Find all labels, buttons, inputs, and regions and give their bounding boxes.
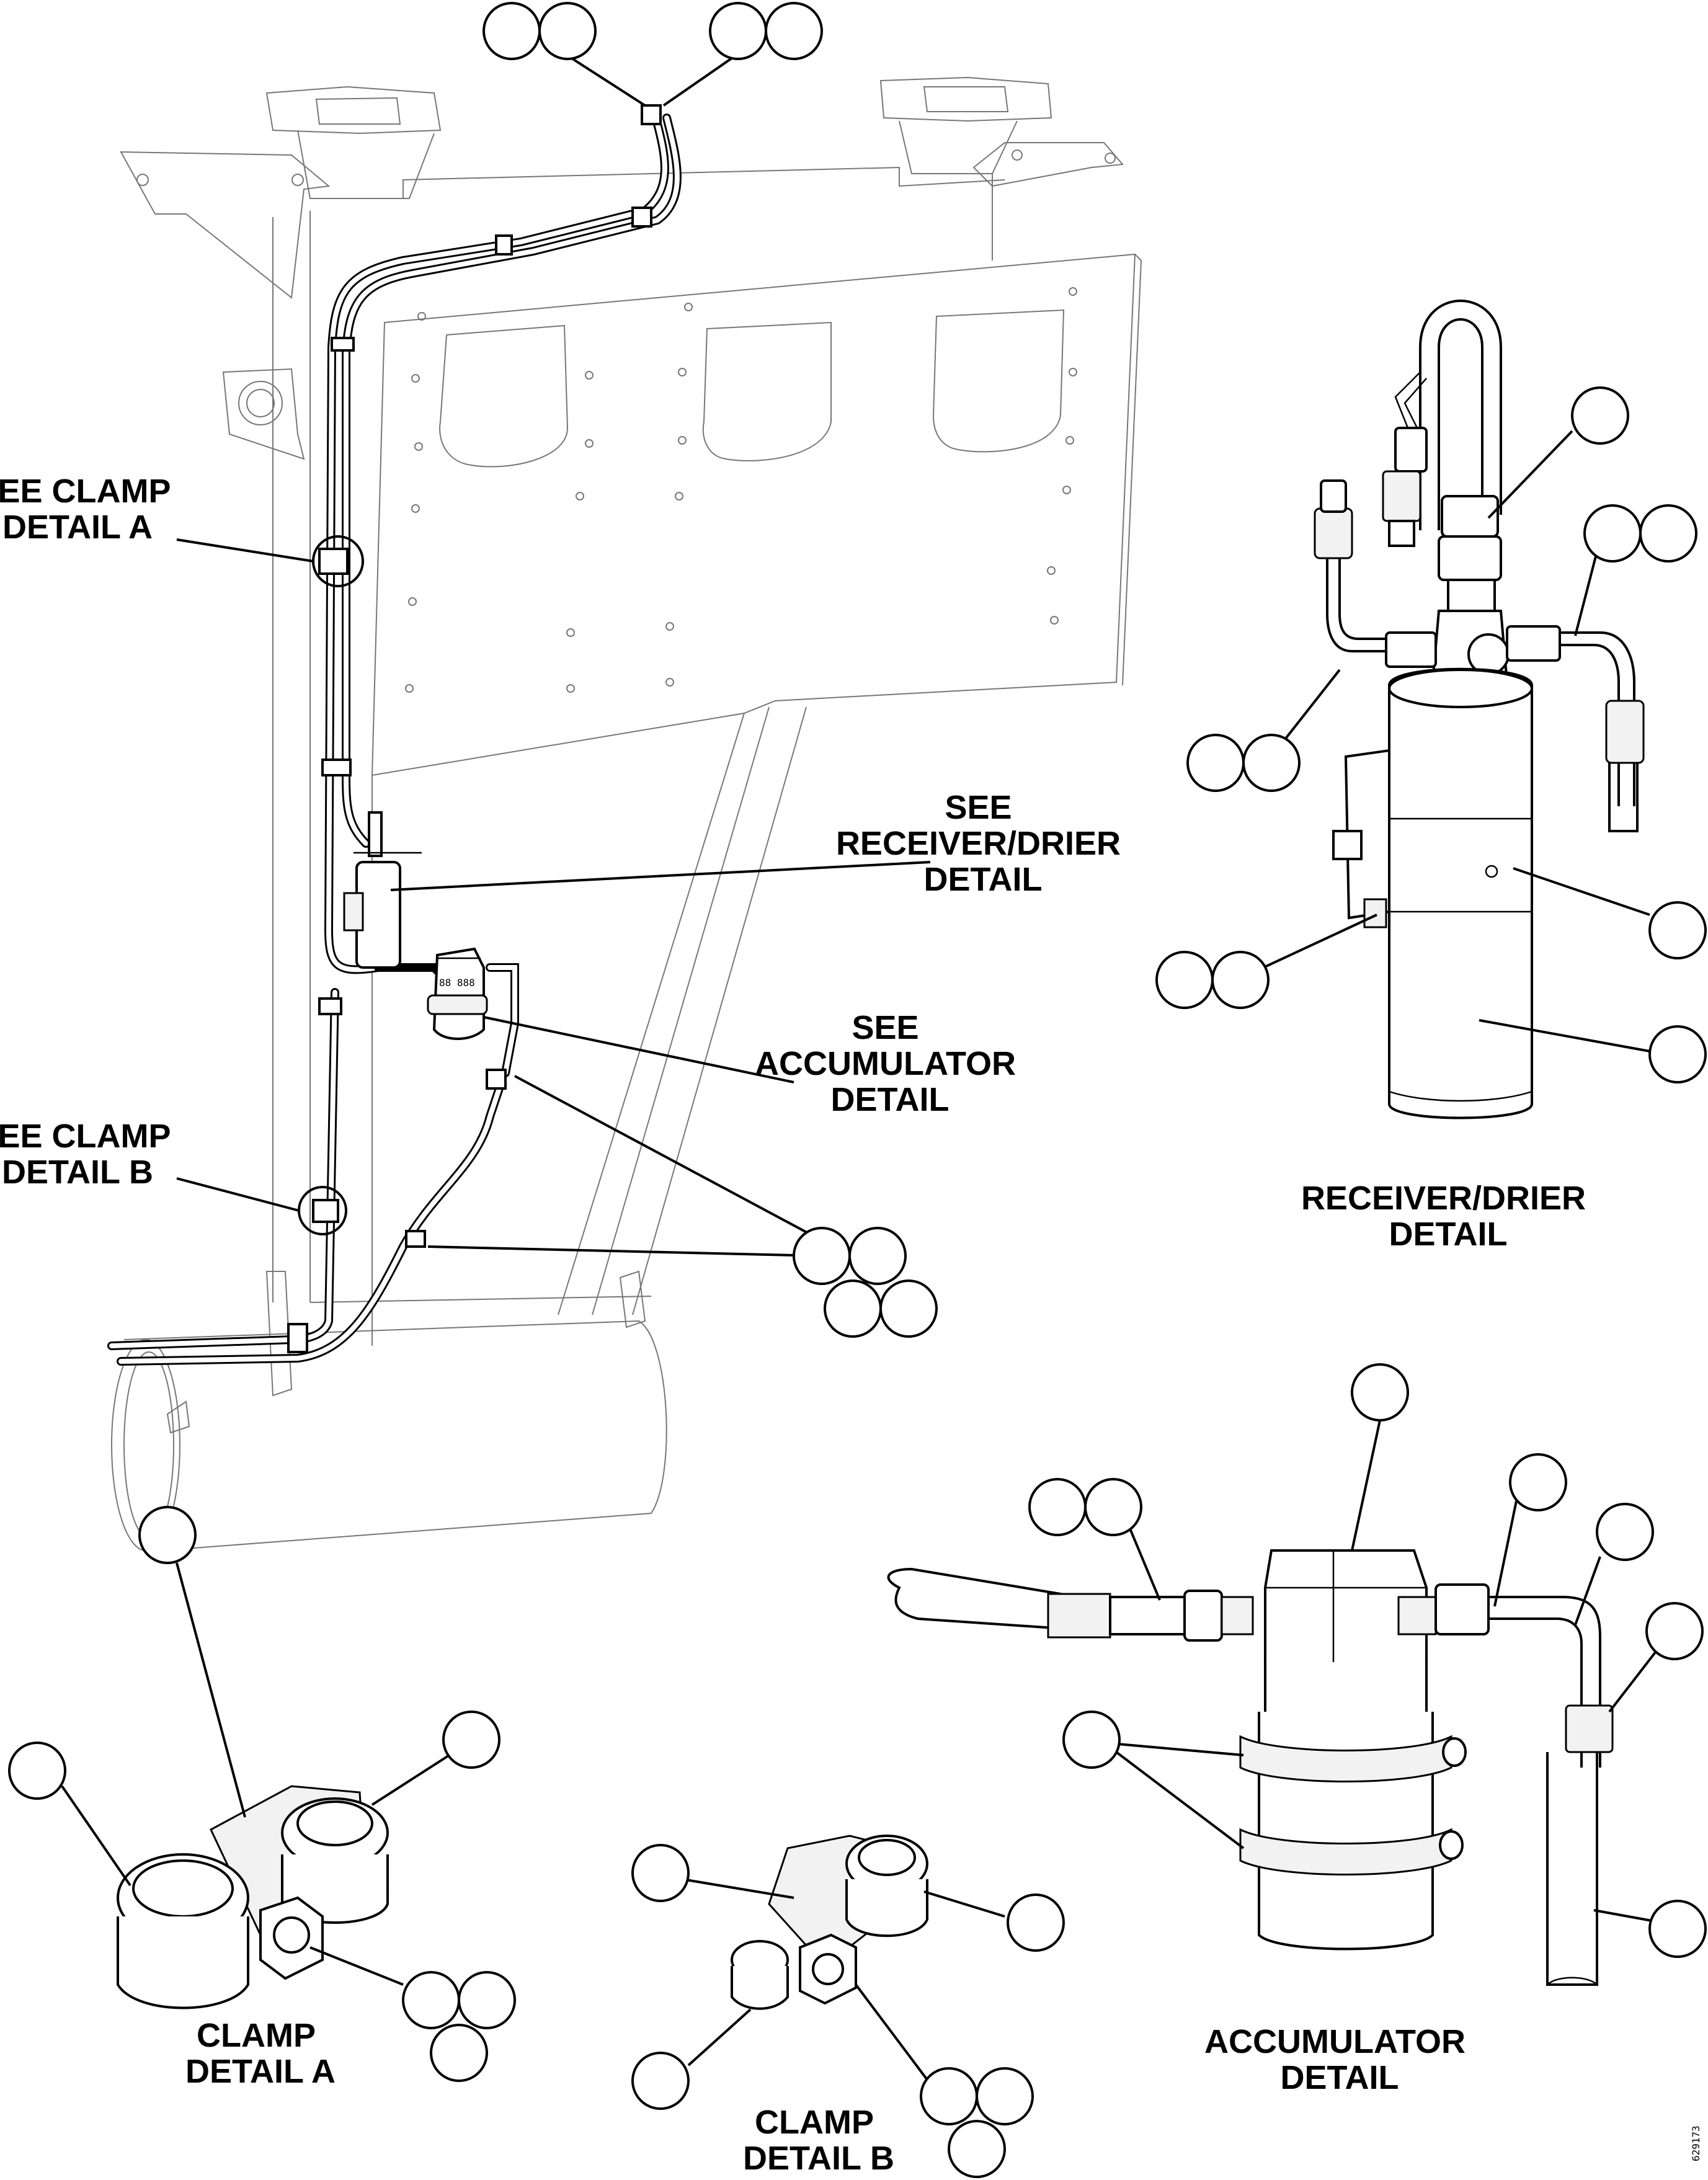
receiver-drier-small xyxy=(343,811,422,969)
see-clamp-a-label: SEE CLAMP DETAIL A xyxy=(0,473,180,546)
accumulator-detail-label: ACCUMULATOR DETAIL xyxy=(1204,2023,1475,2096)
svg-text:88 888: 88 888 xyxy=(439,977,475,989)
callouts-main xyxy=(483,2,938,1338)
leader-lines-main xyxy=(176,48,931,1257)
hose-routing: 88 888 xyxy=(107,104,682,1366)
panel-bolt-holes xyxy=(405,287,1077,693)
see-accumulator-label: SEE ACCUMULATOR DETAIL xyxy=(755,1009,1025,1118)
clamp-detail-a: CLAMP DETAIL A xyxy=(8,1506,516,2090)
clamp-a-detail-label: CLAMP DETAIL A xyxy=(185,2017,336,2090)
clamp-b-detail-label: CLAMP DETAIL B xyxy=(743,2104,894,2177)
receiver-drier-detail: RECEIVER/DRIER DETAIL xyxy=(1155,300,1707,1253)
accumulator-detail: ACCUMULATOR DETAIL xyxy=(887,1363,1707,2096)
clamp-detail-b: CLAMP DETAIL B xyxy=(631,1835,1065,2178)
hose-clamps xyxy=(287,104,662,1353)
figure-number: 629173 xyxy=(1690,2125,1702,2161)
receiver-drier-detail-label: RECEIVER/DRIER DETAIL xyxy=(1301,1180,1595,1253)
see-clamp-b-label: SEE CLAMP DETAIL B xyxy=(0,1118,180,1191)
see-receiver-drier-label: SEE RECEIVER/DRIER DETAIL xyxy=(836,789,1130,898)
accumulator-small: 88 888 xyxy=(427,947,488,1040)
frame-assembly xyxy=(111,76,1142,1551)
